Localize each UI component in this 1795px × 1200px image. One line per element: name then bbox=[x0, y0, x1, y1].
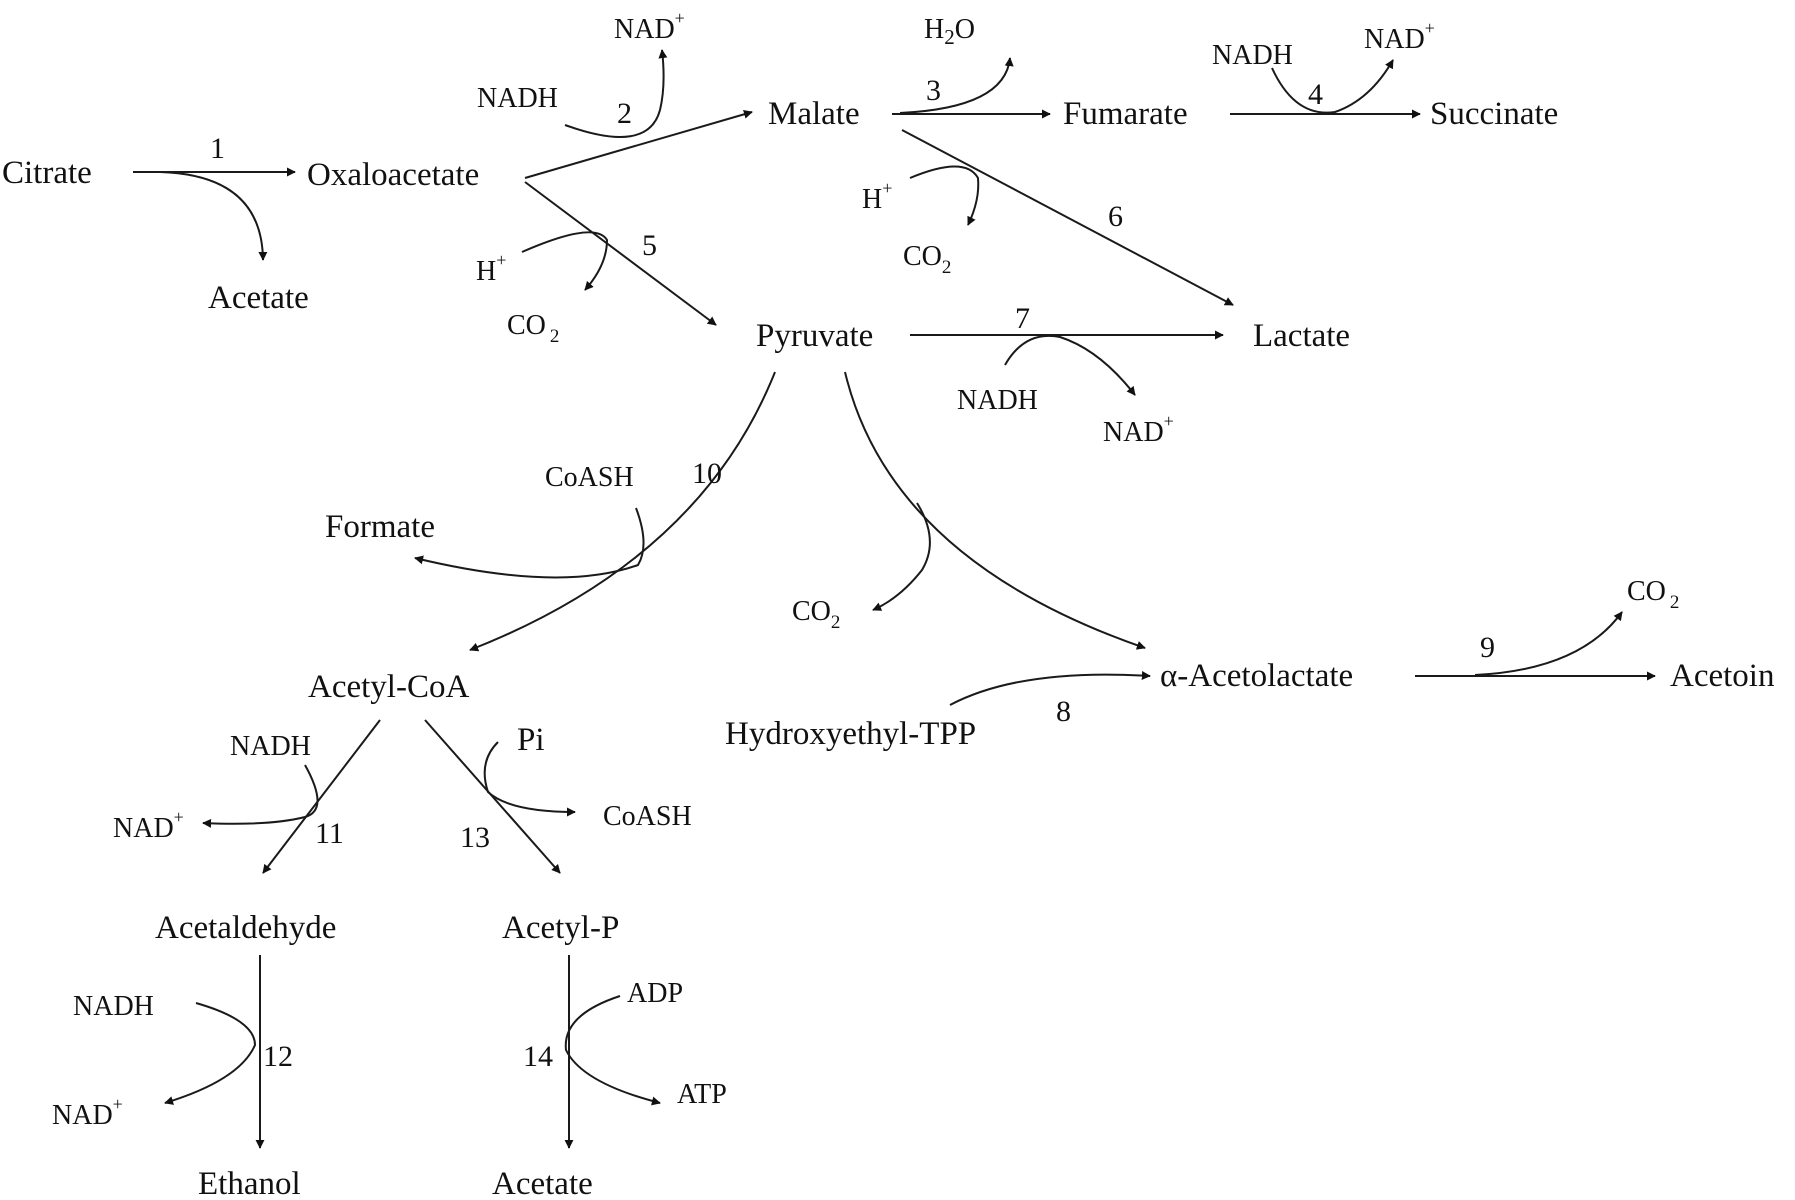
metabolite-labels: Citrate Oxaloacetate Acetate Malate Fuma… bbox=[2, 96, 1774, 1200]
step-numbers: 1 2 3 4 5 6 7 8 9 10 11 12 13 14 bbox=[210, 74, 1495, 1073]
cofactor-adp-step14: ADP bbox=[627, 978, 683, 1009]
side-arrow-h2o-out bbox=[899, 57, 1014, 114]
node-citrate: Citrate bbox=[2, 155, 92, 191]
side-arrow-adp-atp-step14 bbox=[564, 995, 661, 1106]
node-lactate: Lactate bbox=[1253, 318, 1350, 354]
side-arrow-nadh-nad-step2 bbox=[564, 49, 668, 138]
step-number-8: 8 bbox=[1056, 695, 1071, 728]
step-number-1: 1 bbox=[210, 132, 225, 165]
arrow-hydroxyethyl-tpp-acetolactate bbox=[949, 671, 1151, 706]
node-alpha-acetolactate: α-Acetolactate bbox=[1160, 658, 1353, 694]
step-number-3: 3 bbox=[926, 74, 941, 107]
side-arrow-h-co2-step5 bbox=[521, 231, 609, 291]
cofactor-pi-step13: Pi bbox=[517, 722, 545, 758]
cofactor-coash-step13: CoASH bbox=[603, 801, 692, 832]
node-succinate: Succinate bbox=[1430, 96, 1558, 132]
cofactor-h-step6: H+ bbox=[862, 178, 892, 215]
step-number-2: 2 bbox=[617, 97, 632, 130]
arrow-oxaloacetate-pyruvate bbox=[524, 181, 717, 326]
node-acetoin: Acetoin bbox=[1670, 658, 1774, 694]
step-number-14: 14 bbox=[523, 1040, 553, 1073]
cofactor-nad-step2: NAD+ bbox=[614, 8, 685, 45]
arrow-malate-lactate bbox=[901, 129, 1234, 306]
step-number-4: 4 bbox=[1308, 78, 1323, 111]
cofactor-co2-pyruvate: CO2 bbox=[792, 596, 840, 633]
node-pyruvate: Pyruvate bbox=[756, 318, 873, 354]
side-arrow-co2-step9 bbox=[1474, 611, 1623, 676]
node-oxaloacetate: Oxaloacetate bbox=[307, 157, 479, 193]
side-arrow-coash-formate bbox=[414, 507, 645, 579]
node-malate: Malate bbox=[768, 96, 860, 132]
side-arrow-co2-step-pyruvate bbox=[872, 502, 931, 611]
arrow-pyruvate-acetolactate bbox=[844, 371, 1146, 650]
step-number-12: 12 bbox=[263, 1040, 293, 1073]
cofactor-nad-step12: NAD+ bbox=[52, 1094, 123, 1131]
arrow-acetyl-coa-acetaldehyde bbox=[262, 719, 381, 874]
cofactor-nad-step4: NAD+ bbox=[1364, 18, 1435, 55]
step-number-7: 7 bbox=[1015, 302, 1030, 335]
step-number-13: 13 bbox=[460, 821, 490, 854]
cofactor-co2-step6: CO2 bbox=[903, 241, 951, 278]
step-number-9: 9 bbox=[1480, 631, 1495, 664]
node-acetaldehyde: Acetaldehyde bbox=[155, 910, 336, 946]
side-arrow-acetate-out bbox=[159, 171, 268, 261]
node-fumarate: Fumarate bbox=[1063, 96, 1188, 132]
cofactor-nadh-step7: NADH bbox=[957, 385, 1038, 416]
cofactor-atp-step14: ATP bbox=[677, 1079, 727, 1110]
side-arrow-h-co2-step6 bbox=[909, 165, 980, 226]
side-arrow-nadh-nad-step11 bbox=[202, 764, 319, 828]
side-arrow-nadh-nad-step4 bbox=[1271, 59, 1394, 114]
node-acetate-top: Acetate bbox=[208, 280, 309, 316]
node-formate: Formate bbox=[325, 509, 435, 545]
node-acetyl-p: Acetyl-P bbox=[502, 910, 619, 946]
cofactor-nadh-step2: NADH bbox=[477, 83, 558, 114]
arrow-pyruvate-acetyl-coa bbox=[469, 371, 776, 652]
main-arrows bbox=[133, 109, 1656, 1149]
side-arrow-nadh-nad-step12 bbox=[164, 1002, 257, 1105]
side-arrows bbox=[159, 49, 1623, 1106]
node-ethanol: Ethanol bbox=[198, 1166, 301, 1200]
cofactor-nadh-step4: NADH bbox=[1212, 40, 1293, 71]
step-number-6: 6 bbox=[1108, 200, 1123, 233]
step-number-10: 10 bbox=[692, 457, 722, 490]
node-acetyl-coa: Acetyl-CoA bbox=[308, 669, 469, 705]
step-number-11: 11 bbox=[315, 817, 344, 850]
node-acetate-bottom: Acetate bbox=[492, 1166, 593, 1200]
cofactor-coash-step10: CoASH bbox=[545, 462, 634, 493]
cofactor-nad-step11: NAD+ bbox=[113, 807, 184, 844]
cofactor-nadh-step11: NADH bbox=[230, 731, 311, 762]
cofactor-nadh-step12: NADH bbox=[73, 991, 154, 1022]
cofactor-h2o: H2O bbox=[924, 14, 975, 49]
side-arrow-nadh-nad-step7 bbox=[1004, 334, 1136, 396]
arrow-oxaloacetate-malate bbox=[524, 109, 753, 179]
node-hydroxyethyl-tpp: Hydroxyethyl-TPP bbox=[725, 716, 976, 752]
step-number-5: 5 bbox=[642, 229, 657, 262]
cofactor-h-step5: H+ bbox=[476, 250, 506, 287]
cofactor-nad-step7: NAD+ bbox=[1103, 411, 1174, 448]
side-arrow-pi-coash-step13 bbox=[483, 741, 576, 817]
